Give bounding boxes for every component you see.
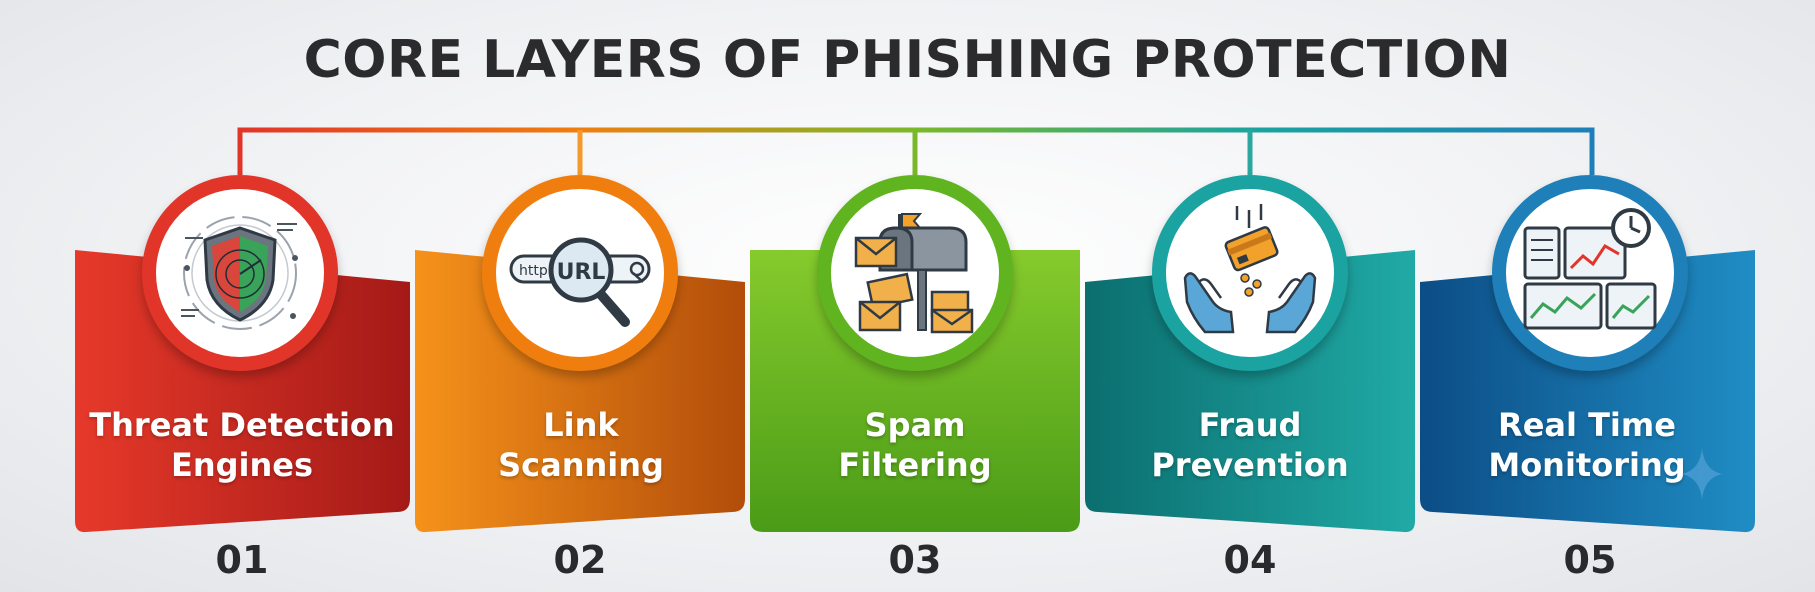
layer-1-label: Threat Detection Engines <box>89 406 395 484</box>
sparkle-icon <box>1682 448 1722 500</box>
layer-5-label: Real Time Monitoring <box>1488 406 1686 484</box>
layer-1-icon-circle <box>142 175 338 371</box>
layer-1-number: 01 <box>215 538 269 582</box>
layer-4-label: Fraud Prevention <box>1151 406 1349 484</box>
url-magnifier-icon: http:// URL <box>509 237 651 327</box>
layer-4-number: 04 <box>1223 538 1277 582</box>
layer-3-icon-circle <box>817 175 1013 371</box>
mailbox-envelopes-icon <box>854 213 974 334</box>
layer-2-label: Link Scanning <box>498 406 664 484</box>
layer-5-number: 05 <box>1563 538 1617 582</box>
layer-4-icon-circle <box>1152 175 1348 371</box>
layer-2-icon-circle: http:// URL <box>482 175 678 371</box>
svg-text:URL: URL <box>557 260 606 285</box>
shield-radar-icon <box>181 216 298 330</box>
layer-2-number: 02 <box>553 538 607 582</box>
page-title: CORE LAYERS OF PHISHING PROTECTION <box>303 30 1512 90</box>
layer-5-icon-circle <box>1492 175 1688 371</box>
hands-card-icon <box>1183 204 1317 334</box>
layer-3-label: Spam Filtering <box>838 406 992 484</box>
dashboard-clock-icon <box>1523 208 1657 330</box>
layer-3-number: 03 <box>888 538 942 582</box>
